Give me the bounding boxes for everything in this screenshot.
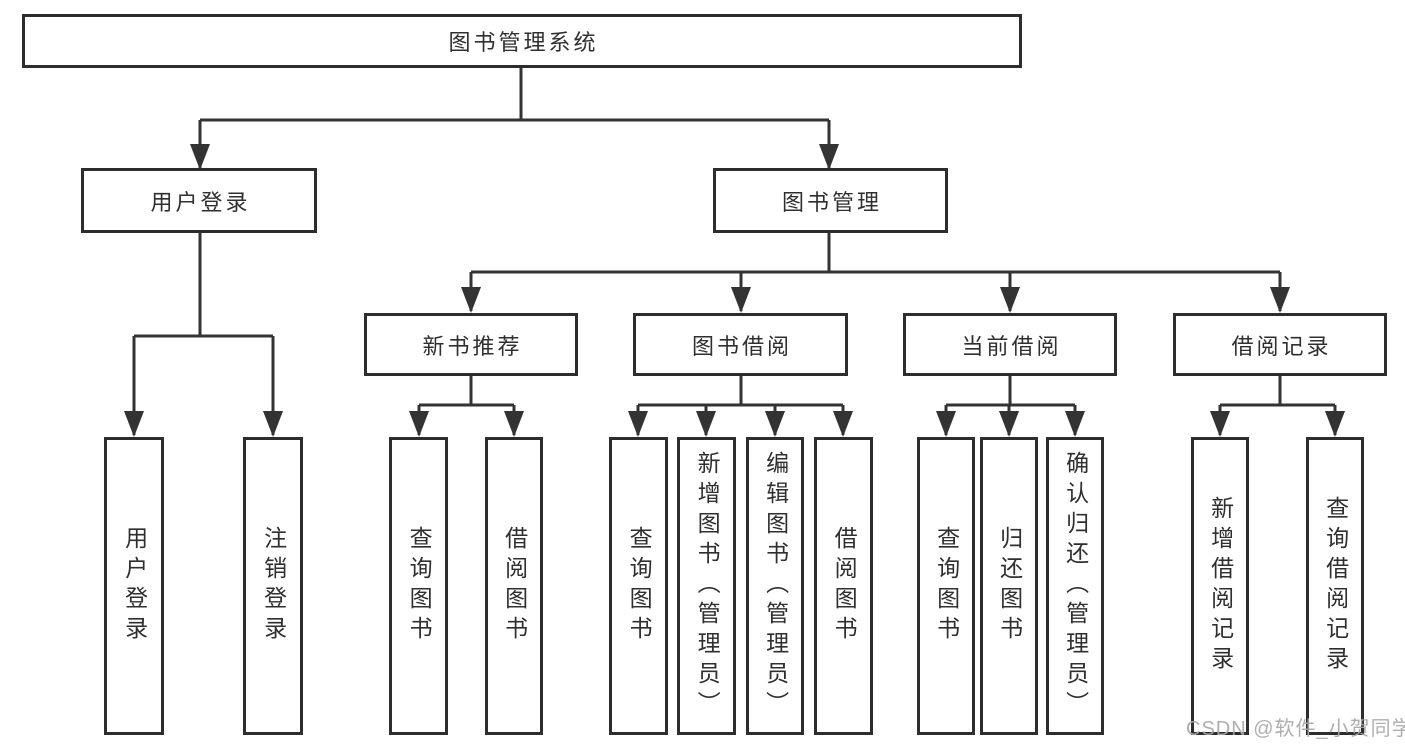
leaf-logout: 注销登录: [243, 437, 303, 735]
leaf-records-add-record-label: 新增借阅记录: [1207, 496, 1234, 676]
leaf-user-login: 用户登录: [104, 437, 164, 735]
node-borrow-records-label: 借阅记录: [1231, 333, 1332, 359]
leaf-borrow-edit-books: 编辑图书（管理员）: [746, 437, 804, 735]
leaf-borrow-edit-books-label: 编辑图书（管理员）: [762, 451, 789, 721]
leaf-current-query-books: 查询图书: [917, 437, 975, 735]
leaf-records-query-record-label: 查询借阅记录: [1322, 496, 1349, 676]
leaf-borrow-query-books-label: 查询图书: [626, 526, 653, 646]
node-current-borrow-label: 当前借阅: [961, 333, 1062, 359]
node-borrow-records: 借阅记录: [1173, 313, 1387, 376]
node-new-book-recommend-label: 新书推荐: [422, 333, 523, 359]
leaf-user-login-label: 用户登录: [121, 526, 148, 646]
node-book-borrow-label: 图书借阅: [691, 333, 792, 359]
node-user-login: 用户登录: [81, 168, 317, 233]
node-current-borrow: 当前借阅: [903, 313, 1117, 376]
leaf-borrow-add-books-label: 新增图书（管理员）: [694, 451, 721, 721]
leaf-current-confirm-return: 确认归还（管理员）: [1046, 437, 1104, 735]
node-new-book-recommend: 新书推荐: [364, 313, 578, 376]
leaf-logout-label: 注销登录: [260, 526, 287, 646]
leaf-recommend-borrow-books-label: 借阅图书: [501, 526, 528, 646]
leaf-records-query-record: 查询借阅记录: [1306, 437, 1364, 735]
node-user-login-label: 用户登录: [150, 189, 251, 215]
leaf-records-add-record: 新增借阅记录: [1191, 437, 1249, 735]
leaf-borrow-add-books: 新增图书（管理员）: [677, 437, 736, 735]
node-book-borrow: 图书借阅: [633, 313, 848, 376]
leaf-recommend-query-books: 查询图书: [389, 437, 448, 735]
leaf-current-query-books-label: 查询图书: [933, 526, 960, 646]
arrowheads: [124, 144, 1345, 437]
leaf-current-return-books: 归还图书: [980, 437, 1038, 735]
node-book-management-label: 图书管理: [781, 189, 882, 215]
leaf-borrow-borrow-books-label: 借阅图书: [831, 526, 858, 646]
node-root-label: 图书管理系统: [448, 30, 599, 55]
leaf-borrow-query-books: 查询图书: [609, 437, 668, 735]
leaf-borrow-borrow-books: 借阅图书: [814, 437, 873, 735]
node-book-management: 图书管理: [713, 168, 948, 233]
leaf-current-confirm-return-label: 确认归还（管理员）: [1062, 451, 1089, 721]
leaf-recommend-borrow-books: 借阅图书: [485, 437, 543, 735]
leaf-recommend-query-books-label: 查询图书: [406, 526, 433, 646]
node-root: 图书管理系统: [22, 14, 1022, 68]
watermark: CSDN @软件_小贺同学: [1186, 718, 1405, 740]
leaf-current-return-books-label: 归还图书: [996, 526, 1023, 646]
